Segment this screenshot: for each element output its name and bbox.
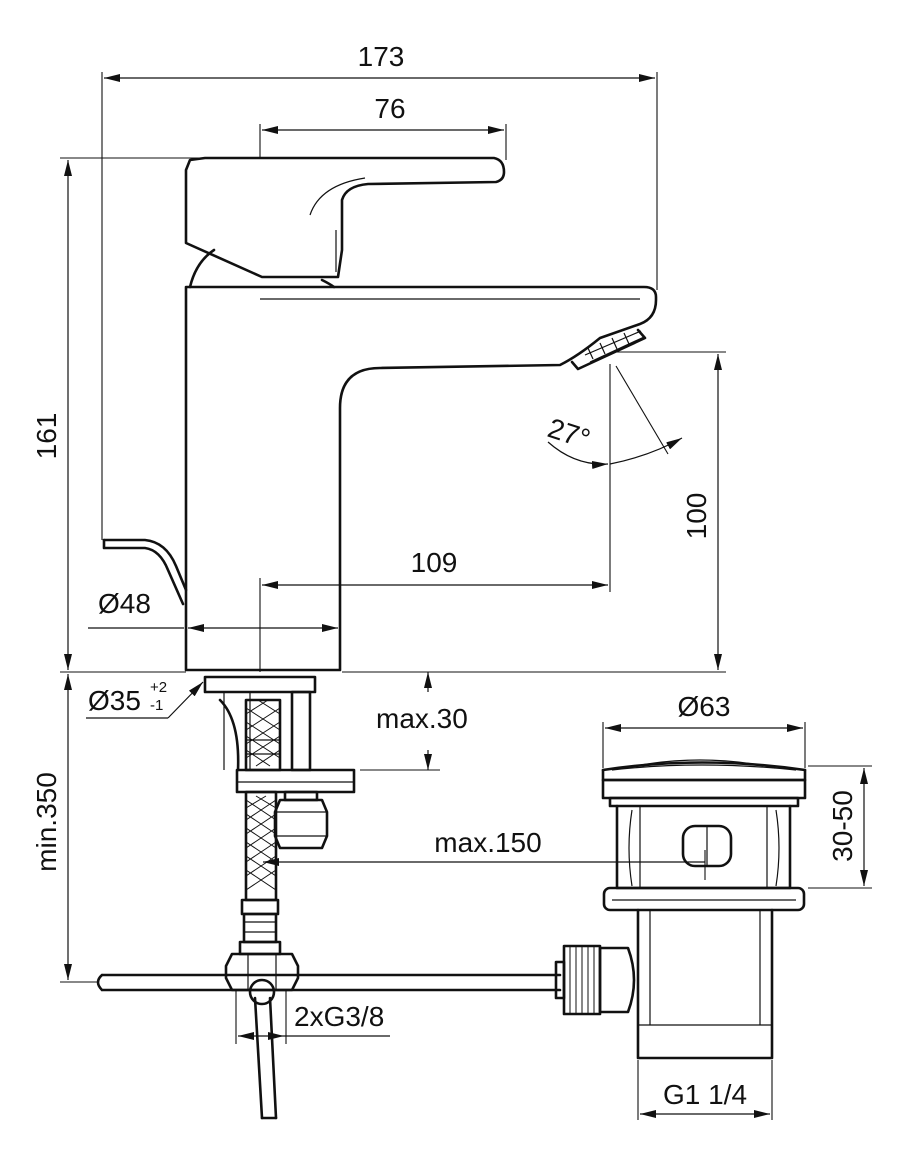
dim-waste-reach: max.150 — [434, 827, 541, 858]
dim-hose-length: min.350 — [31, 772, 62, 872]
waste-assembly — [554, 759, 807, 1060]
dim-waste-diameter: Ø63 — [678, 691, 731, 722]
braided-hose — [224, 698, 300, 1120]
dim-connection: 2xG3/8 — [294, 1001, 384, 1032]
dim-total-height: 161 — [31, 413, 62, 460]
dim-waste-thread: G1 1/4 — [663, 1079, 747, 1110]
pop-up-rod — [102, 538, 188, 606]
dim-handle-length: 76 — [374, 93, 405, 124]
dim-angle: 27° — [544, 412, 594, 455]
dim-base-diameter: Ø48 — [98, 588, 151, 619]
dim-overall-width: 173 — [358, 41, 405, 72]
horizontal-rod — [96, 973, 562, 992]
dim-mount-diameter: Ø35 — [88, 685, 141, 716]
mounting-shank — [203, 675, 356, 850]
dimension-lines — [60, 72, 872, 1120]
dim-max-thickness: max.30 — [376, 703, 468, 734]
dim-mount-tol-minus: -1 — [150, 697, 163, 714]
dim-waste-height: 30-50 — [827, 790, 858, 862]
dim-mount-tol-plus: +2 — [150, 679, 167, 696]
faucet-handle — [184, 156, 506, 279]
dim-spout-reach: 109 — [411, 547, 458, 578]
faucet-body — [184, 248, 658, 672]
dim-spout-height: 100 — [681, 493, 712, 540]
